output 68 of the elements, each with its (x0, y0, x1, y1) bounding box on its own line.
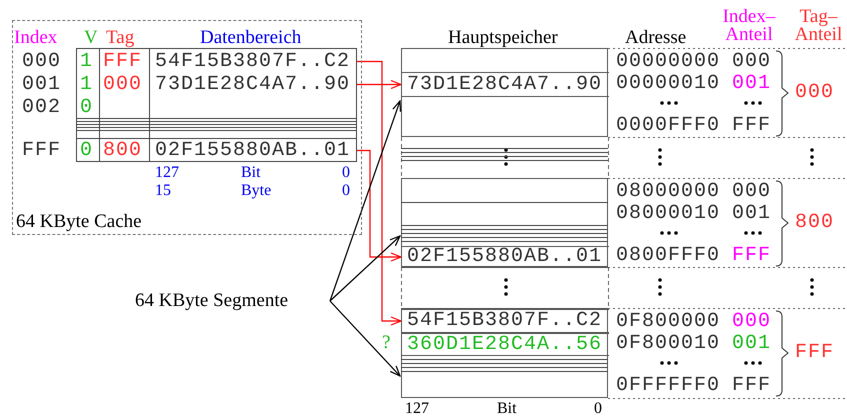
unit-label: Bit (497, 400, 517, 416)
cache-box (12, 20, 362, 235)
column-header: Datenbereich (200, 28, 302, 48)
valid-bit: 0 (80, 140, 94, 162)
bit-number: 0 (342, 164, 350, 181)
valid-bit: 1 (80, 51, 94, 73)
tag-part: 000 (795, 82, 834, 104)
index-part: FFF (732, 115, 772, 137)
column-header: V (84, 28, 98, 48)
index-part: FFF (732, 245, 772, 267)
column-header: Adresse (625, 28, 686, 48)
index-value: FFF (22, 140, 62, 162)
bit-number: 127 (405, 400, 429, 416)
tag-value: 000 (103, 74, 142, 96)
data-value: 54F15B3807F..C2 (150, 50, 357, 73)
address-value: 08000010 (616, 203, 720, 225)
valid-bit: 0 (80, 97, 94, 119)
memory-row: 360D1E28C4A..56 (402, 333, 609, 356)
valid-bit: 1 (80, 74, 94, 96)
column-header: Tag– Anteil (794, 8, 844, 44)
index-part: 001 (732, 73, 772, 95)
tag-value: FFF (103, 51, 142, 73)
address-value: 00000010 (616, 73, 720, 95)
bit-number: 0 (594, 400, 602, 416)
unit-label: Bit (241, 164, 261, 181)
tag-value: 800 (103, 140, 142, 162)
index-part: 001 (732, 203, 772, 225)
column-header: Index– Anteil (722, 8, 776, 44)
column-header: Tag (106, 28, 134, 48)
bit-number: 127 (155, 164, 179, 181)
index-value: 001 (22, 74, 62, 96)
segment-label: 64 KByte Segmente (135, 290, 327, 312)
memory-row: 02F155880AB..01 (402, 246, 609, 268)
index-value: 000 (22, 51, 62, 73)
arrow (357, 150, 402, 262)
index-part: 000 (732, 311, 772, 333)
tag-part: 800 (795, 212, 834, 234)
address-value: 0F800000 (616, 311, 720, 333)
address-value: 0000FFF0 (616, 115, 720, 137)
arrow (357, 60, 402, 326)
index-part: 001 (732, 333, 772, 355)
column-header: Hauptspeicher (448, 28, 558, 48)
cache-caption: 64 KByte Cache (16, 212, 142, 232)
tag-part: FFF (795, 342, 834, 364)
index-value: 002 (22, 97, 62, 119)
address-value: 08000000 (616, 181, 720, 203)
question-mark: ? (382, 333, 390, 353)
data-value: 02F155880AB..01 (150, 139, 357, 162)
arrow (330, 300, 401, 377)
address-value: 0800FFF0 (616, 245, 720, 267)
arrow (330, 235, 401, 302)
byte-number: 15 (155, 182, 171, 199)
memory-segment (401, 308, 608, 398)
arrow (329, 100, 402, 302)
arrow (357, 80, 402, 90)
address-value: 0F800010 (616, 333, 720, 355)
index-part: 000 (732, 51, 772, 73)
unit-label: Byte (241, 182, 272, 199)
address-value: 0FFFFFF0 (616, 375, 720, 397)
address-value: 00000000 (616, 51, 720, 73)
column-header: Index (14, 28, 58, 48)
index-part: FFF (732, 375, 772, 397)
byte-number: 0 (342, 182, 350, 199)
index-part: 000 (732, 181, 772, 203)
data-value: 73D1E28C4A7..90 (150, 73, 357, 96)
memory-row: 73D1E28C4A7..90 (402, 72, 609, 97)
memory-row: 54F15B3807F..C2 (402, 309, 609, 333)
memory-segment (401, 178, 608, 267)
